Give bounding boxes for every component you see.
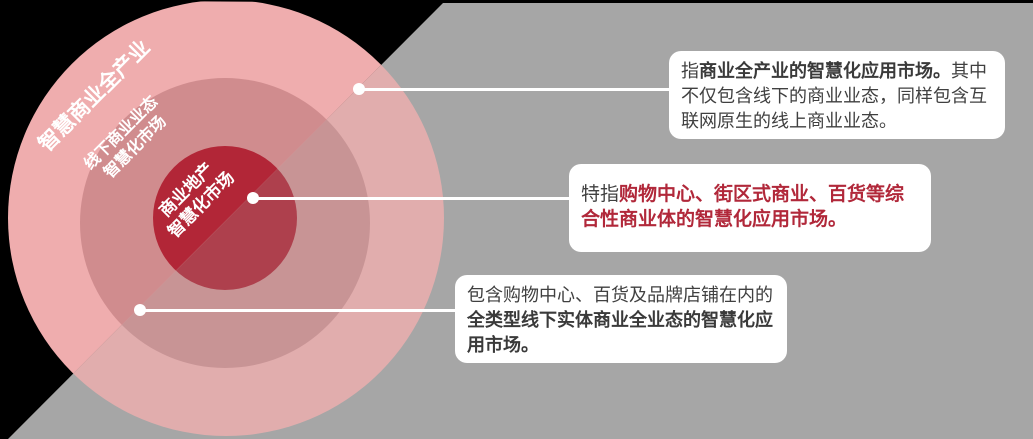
inner-connector-line (253, 197, 573, 200)
callout-outer-ring: 指商业全产业的智慧化应用市场。其中不仅包含线下的商业业态，同样包含互联网原生的线… (669, 51, 1005, 139)
callout-outer-prefix: 指 (681, 61, 699, 82)
callout-middle-prefix: 包含购物中心、百货及品牌店铺在内的 (467, 285, 773, 306)
middle-connector-line (140, 309, 455, 312)
outer-connector-dot (353, 83, 365, 95)
callout-middle-ring: 包含购物中心、百货及品牌店铺在内的全类型线下实体商业全业态的智慧化应用市场。 (455, 275, 787, 363)
callout-inner-prefix: 特指 (581, 183, 620, 205)
callout-inner-highlight: 购物中心、街区式商业、百货等综合性商业体的智慧化应用市场。 (581, 183, 905, 230)
callout-outer-bold: 商业全产业的智慧化应用市场。 (699, 61, 951, 82)
callout-middle-bold: 全类型线下实体商业全业态的智慧化应用市场。 (467, 310, 773, 356)
callout-outer-rest: 其中不仅包含线下的商业业态，同样包含互联网原生的线上商业业态。 (681, 61, 987, 132)
outer-connector-line (360, 88, 670, 91)
callout-inner-circle: 特指购物中心、街区式商业、百货等综合性商业体的智慧化应用市场。 (569, 164, 931, 252)
